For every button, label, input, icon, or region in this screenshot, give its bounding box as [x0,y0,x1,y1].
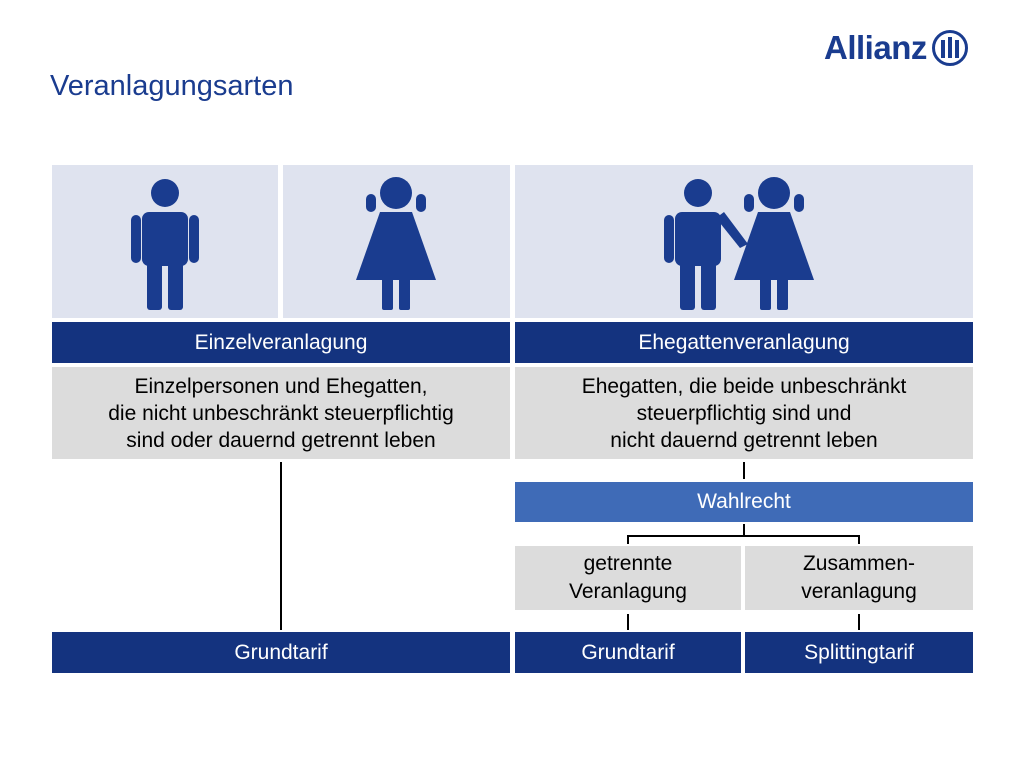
couple-icon [664,177,814,310]
getrennte-veranlagung-box: getrennte Veranlagung [515,546,741,610]
connector-to-wahlrecht [743,462,745,479]
einzelveranlagung-header: Einzelveranlagung [52,322,510,363]
zusammenveranlagung-box: Zusammen- veranlagung [745,546,973,610]
splittingtarif: Splittingtarif [745,632,973,673]
connector-branch-horizontal [627,535,860,537]
allianz-logo: Allianz [824,26,976,70]
grundtarif-einzel: Grundtarif [52,632,510,673]
wahlrecht-box: Wahlrecht [515,482,973,522]
connector-getrennt-to-tarif [627,614,629,630]
grundtarif-getrennt: Grundtarif [515,632,741,673]
logo-text: Allianz [824,29,927,66]
allianz-logo-icon [931,30,968,66]
page-title: Veranlagungsarten [50,70,294,102]
einzel-description: Einzelpersonen und Ehegatten, die nicht … [52,367,510,459]
connector-einzel-to-tarif [280,462,282,630]
connector-branch-right [858,535,860,544]
man-icon [131,179,199,310]
ehegattenveranlagung-header: Ehegattenveranlagung [515,322,973,363]
connector-wahlrecht-stem [743,524,745,536]
connector-branch-left [627,535,629,544]
woman-icon [356,177,436,310]
connector-zusammen-to-tarif [858,614,860,630]
ehegatten-description: Ehegatten, die beide unbeschränkt steuer… [515,367,973,459]
